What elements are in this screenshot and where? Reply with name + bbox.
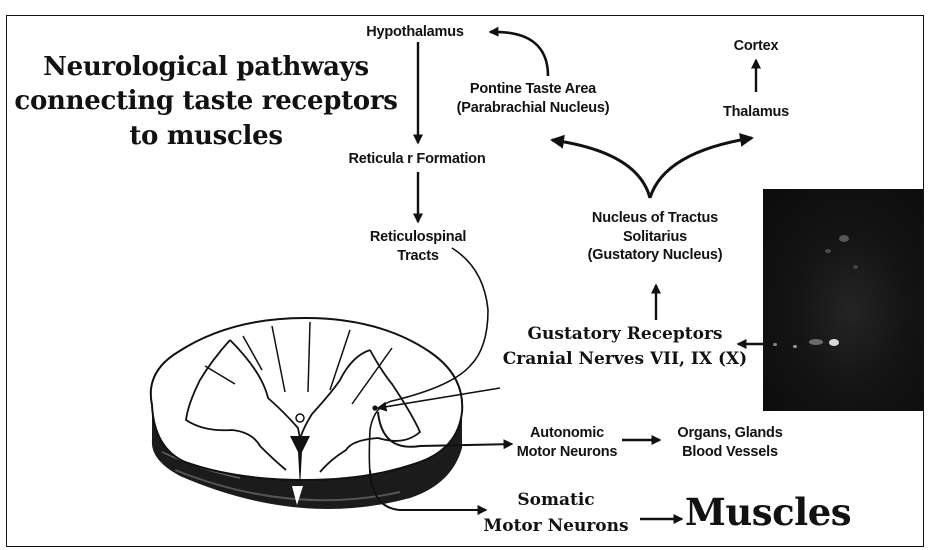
central-canal [296, 414, 304, 422]
node-cortex: Cortex [706, 37, 806, 56]
autonomic-line-1: Autonomic [504, 424, 630, 443]
reticulospinal-line-1: Reticulospinal [338, 228, 498, 247]
node-thalamus: Thalamus [696, 103, 816, 122]
spinal-cord-top [151, 318, 462, 480]
pontine-line-1: Pontine Taste Area [428, 80, 638, 99]
node-somatic-motor-neurons: Somatic Motor Neurons [470, 488, 642, 539]
node-reticular-formation: Reticula r Formation [322, 150, 512, 169]
nucleus-line-2: Solitarius [560, 228, 750, 247]
somatic-line-1: Somatic [470, 488, 642, 514]
diagram-title: Neurological pathways connecting taste r… [6, 50, 406, 153]
node-gustatory-receptors: Gustatory Receptors Cranial Nerves VII, … [492, 322, 758, 371]
title-line-3: to muscles [6, 119, 406, 153]
spinal-cord-section [151, 318, 462, 509]
pontine-line-2: (Parabrachial Nucleus) [428, 99, 638, 118]
node-organs-glands: Organs, Glands Blood Vessels [660, 424, 800, 461]
node-nucleus-tractus-solitarius: Nucleus of Tractus Solitarius (Gustatory… [560, 209, 750, 265]
organs-line-1: Organs, Glands [660, 424, 800, 443]
organs-line-2: Blood Vessels [660, 443, 800, 462]
autonomic-line-2: Motor Neurons [504, 443, 630, 462]
arrow-nucleus-to-thalamus [650, 138, 752, 198]
node-hypothalamus: Hypothalamus [350, 23, 480, 42]
node-autonomic-motor-neurons: Autonomic Motor Neurons [504, 424, 630, 461]
arrow-pontine-to-hypothalamus [490, 32, 548, 76]
gustatory-line-1: Gustatory Receptors [492, 322, 758, 347]
title-line-1: Neurological pathways [6, 50, 406, 84]
node-muscles: Muscles [684, 492, 852, 533]
reticulospinal-line-2: Tracts [338, 247, 498, 266]
nucleus-line-1: Nucleus of Tractus [560, 209, 750, 228]
node-pontine-taste-area: Pontine Taste Area (Parabrachial Nucleus… [428, 80, 638, 117]
somatic-line-2: Motor Neurons [470, 514, 642, 540]
nucleus-line-3: (Gustatory Nucleus) [560, 246, 750, 265]
node-reticulospinal-tracts: Reticulospinal Tracts [338, 228, 498, 265]
title-line-2: connecting taste receptors [6, 84, 406, 118]
gustatory-line-2: Cranial Nerves VII, IX (X) [492, 347, 758, 372]
arrow-nucleus-to-pontine [552, 140, 650, 198]
